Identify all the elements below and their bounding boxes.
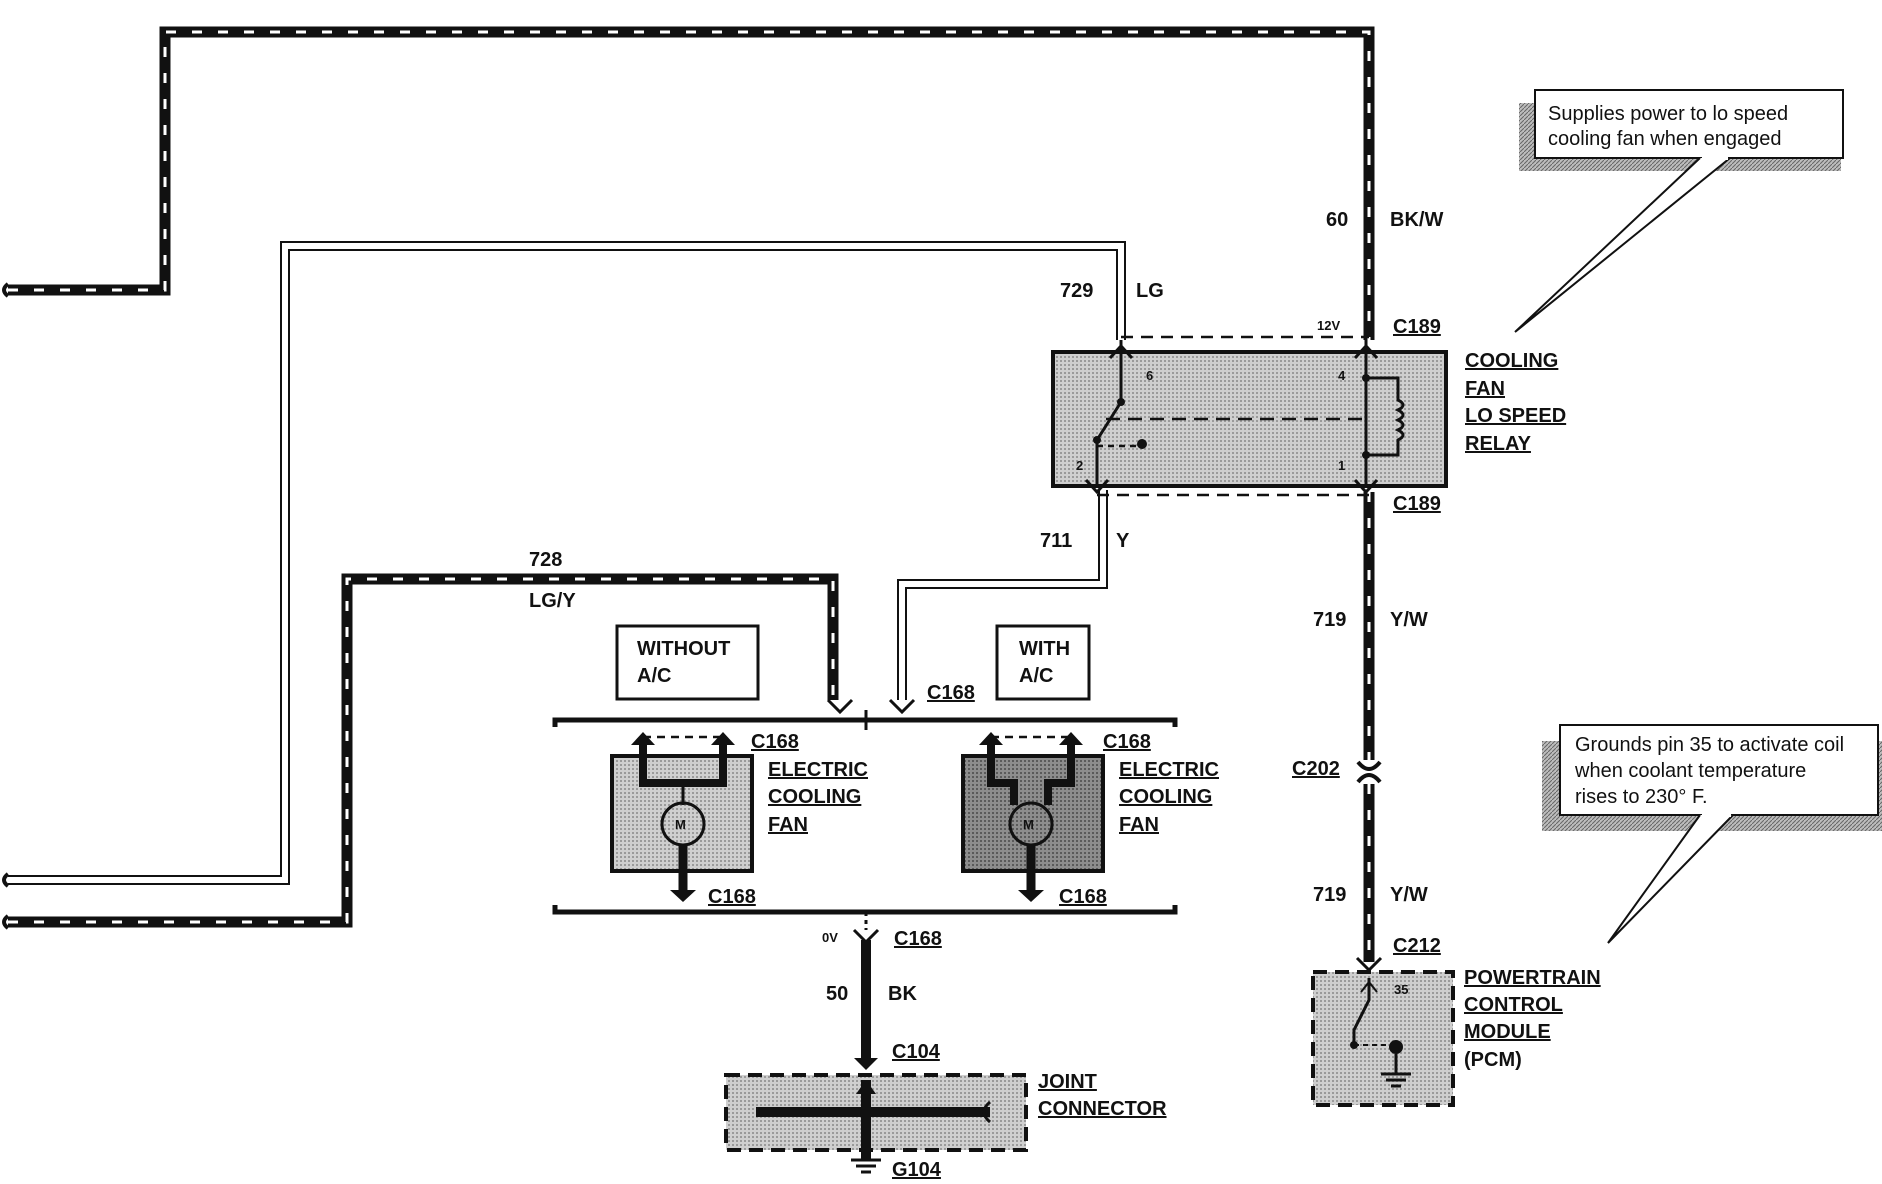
pcm-pin-35: 35 xyxy=(1394,982,1408,997)
fan2-label-line3: FAN xyxy=(1119,814,1159,836)
relay-callout xyxy=(1514,89,1844,333)
wire-711-color: Y xyxy=(1116,530,1130,552)
without-ac-line2: A/C xyxy=(637,665,671,687)
wire-728-lgy xyxy=(2,573,839,930)
pcm-note-line3: rises to 230° F. xyxy=(1575,786,1708,808)
fan2-label-line2: COOLING xyxy=(1119,786,1212,808)
with-ac-box xyxy=(995,624,1091,701)
wire-60-number: 60 xyxy=(1326,209,1348,231)
wire-50-color: BK xyxy=(888,983,917,1005)
pcm-label-line1: POWERTRAIN xyxy=(1464,967,1601,989)
without-ac-line1: WITHOUT xyxy=(637,638,730,660)
fan1-label-line1: ELECTRIC xyxy=(768,759,868,781)
wire-719b-number: 719 xyxy=(1313,884,1346,906)
fan1-motor-symbol: M xyxy=(675,817,686,832)
joint-connector-line2: CONNECTOR xyxy=(1038,1098,1167,1120)
wire-719a-number: 719 xyxy=(1313,609,1346,631)
joint-connector-line1: JOINT xyxy=(1038,1071,1097,1093)
wire-50-bk xyxy=(852,912,880,1070)
relay-label-line3: LO SPEED xyxy=(1465,405,1566,427)
wire-711-number: 711 xyxy=(1040,530,1072,552)
without-ac-box xyxy=(615,624,760,701)
ground-g104-icon xyxy=(851,1158,881,1174)
connector-c104: C104 xyxy=(892,1041,941,1063)
powertrain-control-module xyxy=(1311,956,1455,1107)
connector-c168-fan2-top: C168 xyxy=(1103,731,1151,753)
relay-pin-6: 6 xyxy=(1146,368,1153,383)
relay-pin-4: 4 xyxy=(1338,368,1346,383)
connector-c168-mid: C168 xyxy=(927,682,975,704)
relay-label-line1: COOLING xyxy=(1465,350,1558,372)
wire-729-color: LG xyxy=(1136,280,1164,302)
pcm-label-line4: (PCM) xyxy=(1464,1049,1522,1071)
relay-label-line4: RELAY xyxy=(1465,433,1532,455)
wire-728-color: LG/Y xyxy=(529,590,576,612)
relay-pin-1: 1 xyxy=(1338,458,1345,473)
pcm-label-line3: MODULE xyxy=(1464,1021,1551,1043)
pcm-callout xyxy=(1542,724,1882,944)
relay-note-line1: Supplies power to lo speed xyxy=(1548,103,1788,125)
connector-c168-fan2-bottom: C168 xyxy=(1059,886,1107,908)
connector-c189-bottom: C189 xyxy=(1393,493,1441,515)
connector-c168-fan1-top: C168 xyxy=(751,731,799,753)
relay-label-line2: FAN xyxy=(1465,378,1505,400)
pcm-label-line2: CONTROL xyxy=(1464,994,1563,1016)
wire-60-color: BK/W xyxy=(1390,209,1443,231)
connector-c202: C202 xyxy=(1292,758,1340,780)
fan1-label-line3: FAN xyxy=(768,814,808,836)
fan2-motor-symbol: M xyxy=(1023,817,1034,832)
joint-connector xyxy=(724,1073,1028,1160)
wire-729-lg xyxy=(2,241,1126,888)
relay-voltage: 12V xyxy=(1317,318,1340,333)
wire-50-number: 50 xyxy=(826,983,848,1005)
wire-719b-color: Y/W xyxy=(1390,884,1428,906)
pcm-note-line2: when coolant temperature xyxy=(1574,760,1806,782)
wire-719-yw xyxy=(1356,492,1382,962)
fan1-label-line2: COOLING xyxy=(768,786,861,808)
wire-728-number: 728 xyxy=(529,549,562,571)
cooling-fan-lo-speed-relay xyxy=(1051,340,1448,495)
connector-c189-top: C189 xyxy=(1393,316,1441,338)
wire-60-bkw xyxy=(2,26,1375,340)
wire-719a-color: Y/W xyxy=(1390,609,1428,631)
connector-c168-ground: C168 xyxy=(894,928,942,950)
electric-cooling-fan-1 xyxy=(610,732,754,902)
connector-c212: C212 xyxy=(1393,935,1441,957)
with-ac-line1: WITH xyxy=(1019,638,1070,660)
electric-cooling-fan-2 xyxy=(961,732,1105,902)
fan2-label-line1: ELECTRIC xyxy=(1119,759,1219,781)
ground-g104: G104 xyxy=(892,1159,942,1181)
pcm-note-line1: Grounds pin 35 to activate coil xyxy=(1575,734,1844,756)
c168-mid-pins xyxy=(826,698,916,715)
relay-note-line2: cooling fan when engaged xyxy=(1548,128,1782,150)
ground-voltage: 0V xyxy=(822,930,838,945)
connector-c168-fan1-bottom: C168 xyxy=(708,886,756,908)
relay-pin-2: 2 xyxy=(1076,458,1083,473)
wire-729-number: 729 xyxy=(1060,280,1093,302)
with-ac-line2: A/C xyxy=(1019,665,1053,687)
wire-711-y xyxy=(897,490,1108,700)
